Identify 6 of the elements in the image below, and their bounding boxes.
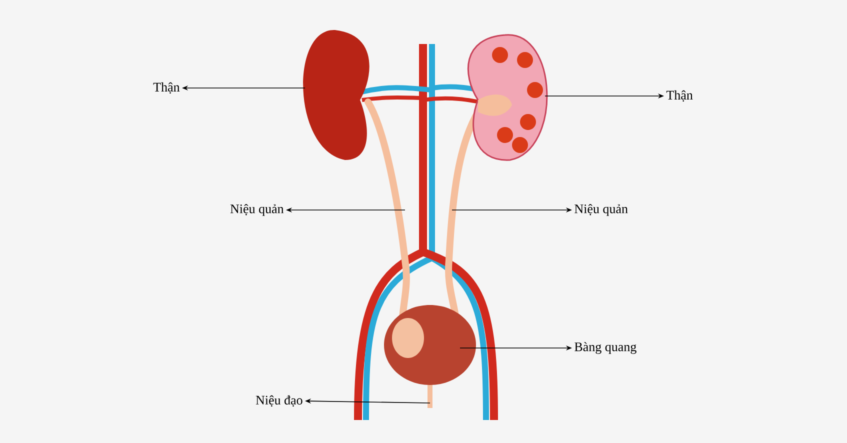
- organ-label: Niệu đạo: [256, 395, 302, 407]
- organ-label: Thận: [666, 90, 693, 102]
- organ-label: Bàng quang: [574, 342, 636, 354]
- organ-label: Niệu quản: [230, 204, 284, 216]
- organ-label: Thận: [153, 82, 180, 94]
- organ-label: Niệu quản: [574, 204, 628, 216]
